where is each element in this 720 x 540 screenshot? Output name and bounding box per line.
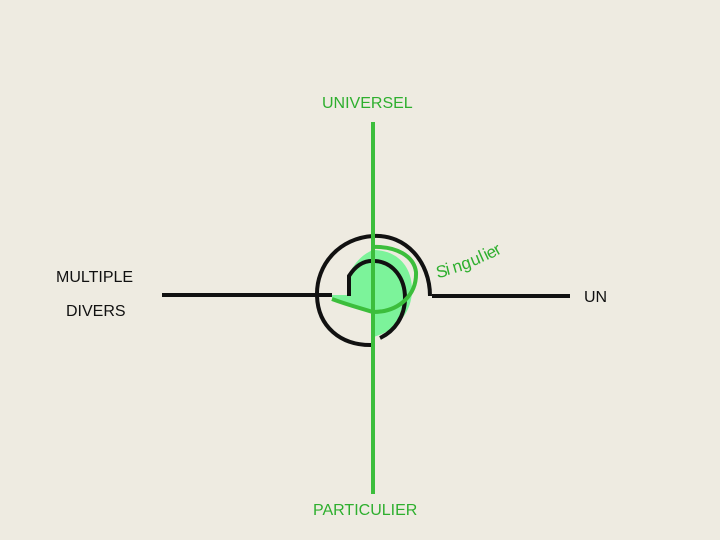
label-multiple: MULTIPLE: [56, 269, 134, 286]
label-universel: UNIVERSEL: [322, 95, 413, 112]
inner-spiral: [347, 258, 408, 340]
outer-spiral: [314, 233, 432, 348]
label-particulier: PARTICULIER: [313, 502, 418, 519]
label-divers: DIVERS: [66, 303, 126, 320]
label-un: UN: [584, 289, 608, 306]
green-spiral-outline: [331, 244, 419, 315]
